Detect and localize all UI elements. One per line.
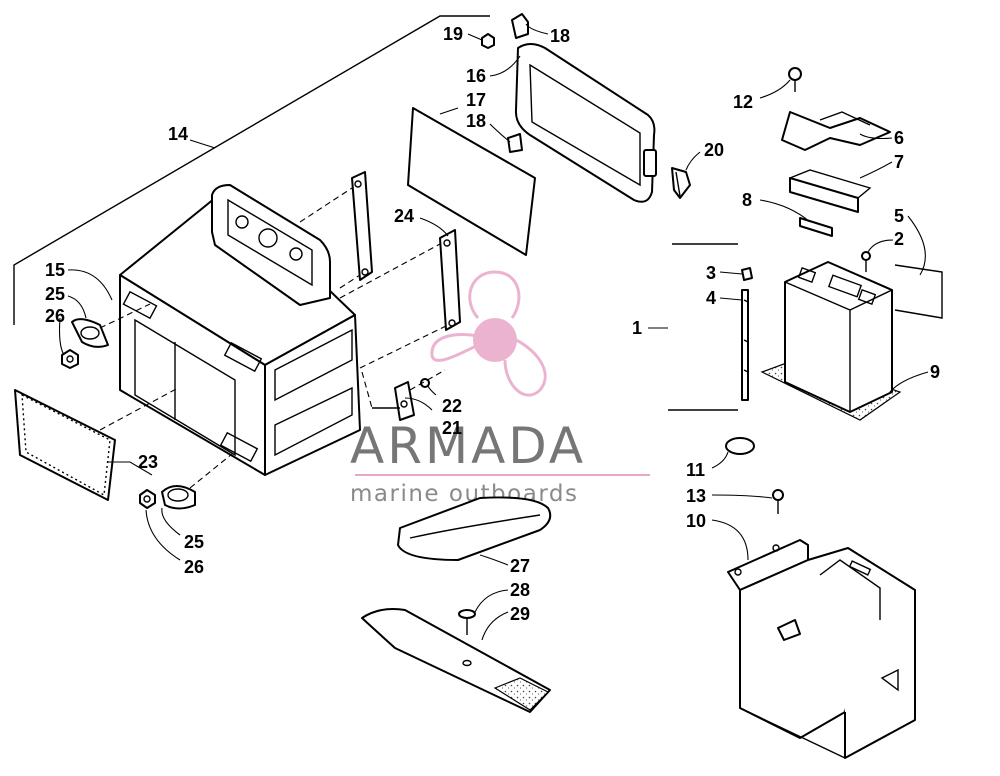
leader-lines	[58, 23, 929, 641]
nut-26-upper	[61, 349, 79, 369]
callout-22: 22	[442, 396, 462, 416]
callout-15: 15	[45, 260, 65, 280]
callout-19: 19	[443, 24, 463, 44]
callout-8: 8	[742, 190, 752, 210]
callout-12: 12	[733, 92, 753, 112]
callout-18-lower: 18	[466, 111, 486, 131]
callout-labels: 14 15 25 26 23 25 26 19 18 16 17 18 20 2…	[45, 24, 940, 624]
callout-17: 17	[466, 90, 486, 110]
armada-watermark: ARMADA marine outboards	[350, 270, 650, 507]
callout-20: 20	[704, 140, 724, 160]
hinge-18-upper	[511, 13, 529, 39]
latch-20	[671, 167, 691, 199]
hold-down-bracket-6	[781, 111, 891, 151]
strap-29	[361, 608, 551, 713]
assembly-14-bracket	[13, 15, 490, 325]
pad-27	[397, 496, 552, 561]
callout-9: 9	[930, 362, 940, 382]
reference-box-5	[894, 264, 943, 319]
callout-11: 11	[686, 460, 705, 480]
screw-13	[772, 489, 784, 514]
callout-18-upper: 18	[550, 26, 570, 46]
nut-19	[481, 33, 495, 49]
battery-assembly-1-bracket	[668, 243, 738, 411]
screw-12	[788, 67, 802, 92]
callout-7: 7	[894, 152, 904, 172]
propeller-logo-icon	[430, 270, 547, 397]
callout-26-upper: 26	[45, 306, 65, 326]
ring-11	[725, 437, 755, 455]
battery-box-housing	[119, 184, 361, 476]
callout-25-lower: 25	[184, 532, 204, 552]
callout-29: 29	[510, 604, 530, 624]
battery-tray-10	[727, 539, 916, 759]
callout-24: 24	[394, 206, 414, 226]
callout-26-lower: 26	[184, 557, 204, 577]
callout-2: 2	[894, 229, 904, 249]
elbow-3	[741, 267, 753, 281]
terminal-2	[861, 251, 871, 272]
callout-10: 10	[686, 511, 706, 531]
callout-6: 6	[894, 128, 904, 148]
battery-5	[784, 261, 893, 413]
callout-5: 5	[894, 206, 904, 226]
lid-gasket-17	[407, 107, 536, 256]
callout-27: 27	[510, 556, 530, 576]
callout-16: 16	[466, 66, 486, 86]
hinge-18-lower	[507, 133, 523, 153]
callout-23: 23	[138, 452, 158, 472]
rivet-28	[458, 609, 476, 635]
callout-1: 1	[632, 318, 642, 338]
vent-tube-4	[741, 289, 749, 401]
pad-8	[799, 217, 833, 237]
pad-7	[789, 169, 872, 213]
latch-21	[361, 371, 415, 421]
strap-24-upper	[299, 171, 373, 289]
strap-24-lower	[339, 229, 461, 369]
gasket-23	[14, 387, 179, 501]
callout-13: 13	[686, 486, 706, 506]
clamp-25-upper	[71, 303, 151, 348]
callout-25-upper: 25	[45, 284, 65, 304]
lid-16	[514, 43, 657, 203]
screw-22	[409, 369, 446, 391]
callout-3: 3	[706, 263, 716, 283]
watermark-brand: ARMADA	[350, 417, 586, 475]
clamp-25-lower	[161, 453, 233, 510]
callout-28: 28	[510, 580, 530, 600]
callout-14: 14	[168, 124, 188, 144]
callout-21: 21	[442, 418, 462, 438]
callout-4: 4	[706, 288, 716, 308]
nut-26-lower	[139, 489, 156, 509]
